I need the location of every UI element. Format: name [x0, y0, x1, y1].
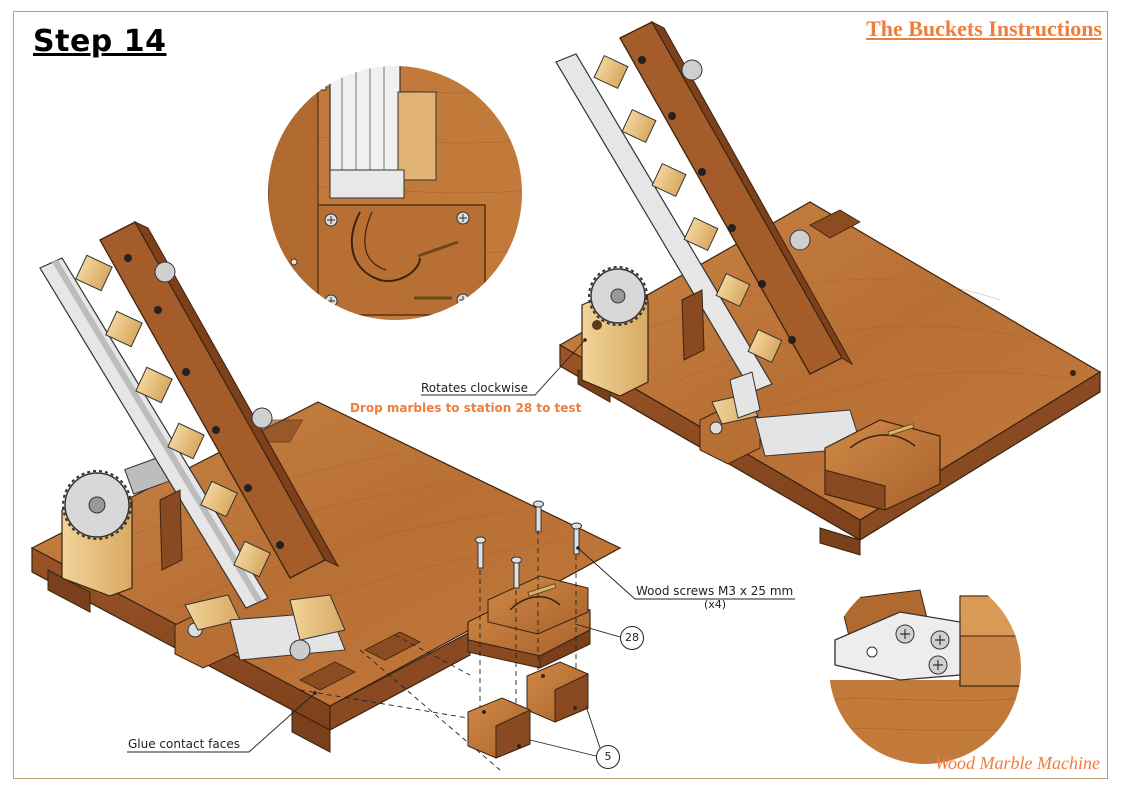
rotates-clockwise-callout: Rotates clockwise — [421, 381, 528, 395]
leader-lines — [127, 339, 795, 757]
exploded-parts — [299, 500, 591, 771]
right-assembly — [555, 20, 1102, 556]
balloon-5: 5 — [596, 745, 620, 769]
glue-contact-callout: Glue contact faces — [128, 737, 240, 751]
wood-screws-quantity: (x4) — [704, 598, 727, 611]
wood-screws — [475, 500, 582, 589]
left-assembly — [30, 220, 622, 753]
document-title: The Buckets Instructions — [866, 16, 1102, 41]
left-foot-1 — [47, 569, 91, 613]
step-title: Step 14 — [33, 24, 167, 59]
right-chain-plate — [555, 53, 773, 393]
test-instruction-note: Drop marbles to station 28 to test — [350, 401, 582, 415]
page-frame — [13, 11, 1108, 779]
left-foot-2 — [291, 709, 331, 753]
right-buckets — [593, 54, 783, 364]
leader-arrowheads — [313, 338, 587, 695]
top-detail-zoom — [267, 65, 523, 321]
balloon-5-label: 5 — [604, 750, 612, 763]
wood-screws-callout: Wood screws M3 x 25 mm — [636, 584, 794, 598]
product-name: Wood Marble Machine — [934, 753, 1100, 773]
bottom-right-detail-zoom — [828, 571, 1022, 765]
left-buckets — [75, 254, 271, 578]
balloon-28: 28 — [620, 626, 644, 650]
balloon-28-label: 28 — [625, 631, 639, 644]
